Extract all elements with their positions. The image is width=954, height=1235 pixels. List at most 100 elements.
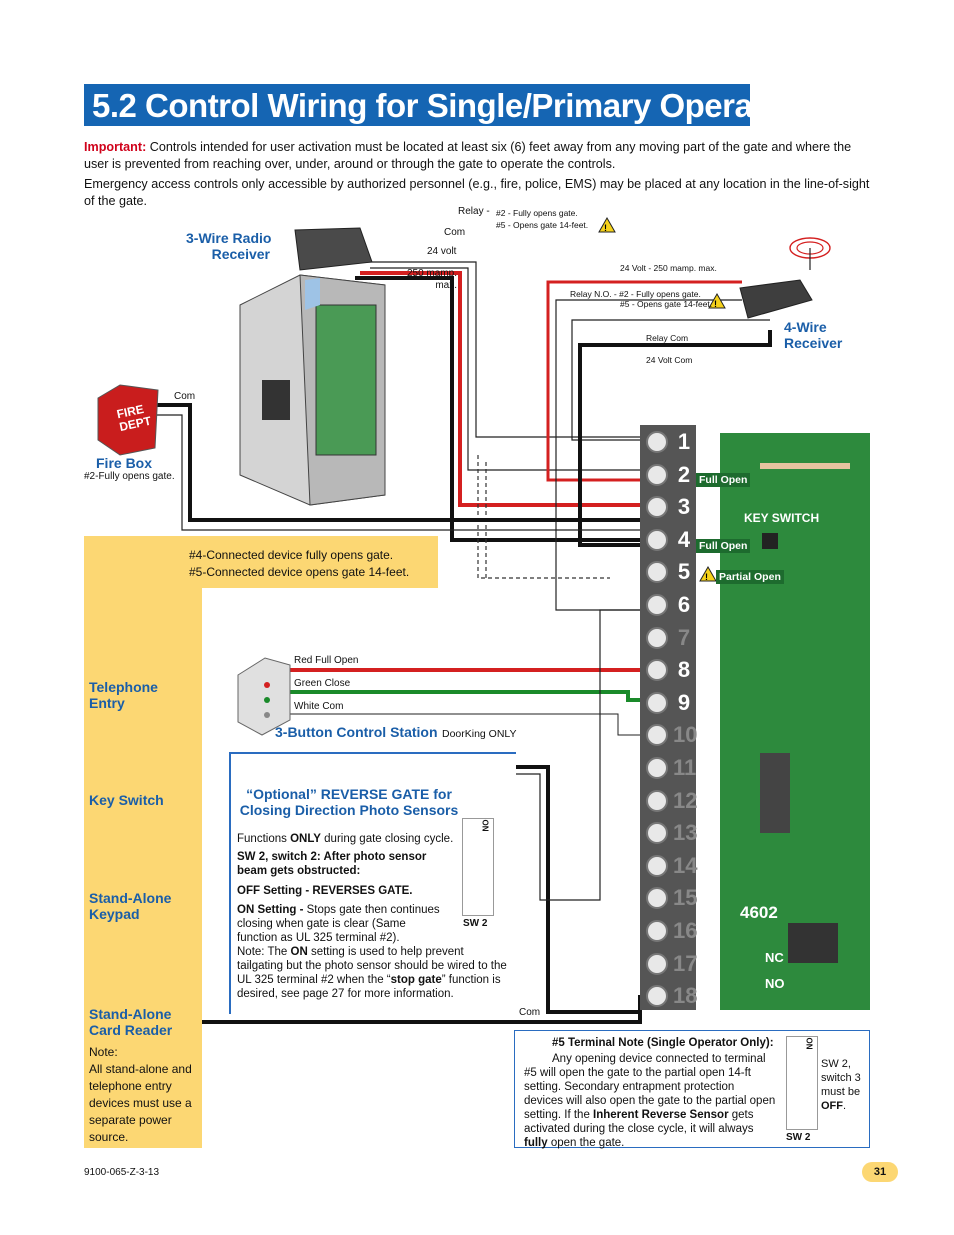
terminal-number: 12 — [673, 787, 698, 813]
terminal5-sw-note-line3: must be — [821, 1086, 861, 1098]
terminal-screw — [646, 431, 668, 453]
reverse-sw2-label: SW 2 — [463, 918, 488, 929]
full-open-label-1: Full Open — [696, 473, 751, 487]
reverse-off-text: - REVERSES GATE. — [302, 885, 413, 897]
reverse-com: Com — [519, 1007, 541, 1018]
station-white-label: White Com — [294, 701, 344, 712]
key-switch-button-icon[interactable] — [762, 533, 778, 549]
board-model: 4602 — [740, 903, 778, 922]
important-paragraph: Important: Controls intended for user ac… — [84, 139, 876, 173]
terminal5-text-pre: Any opening device connected to terminal… — [524, 1053, 776, 1121]
radio4-power: 24 Volt - 250 mamp. max. — [620, 263, 717, 273]
radio3-receiver-icon — [294, 227, 373, 271]
wire-firebox-2 — [150, 414, 640, 531]
reverse-on-text: Stops gate then continues closing when g… — [237, 904, 440, 944]
terminal-screw — [646, 561, 668, 584]
radio3-title-line1: 3-Wire Radio — [186, 230, 272, 246]
terminal-screw — [646, 822, 668, 845]
page-number: 31 — [862, 1162, 898, 1182]
wire-dashed-1 — [477, 455, 610, 579]
relay-icon — [788, 923, 838, 963]
reverse-functions-bold: ONLY — [290, 833, 321, 845]
terminal5-text-bold: Inherent Reverse Sensor — [593, 1109, 729, 1121]
terminal-screw — [646, 463, 668, 486]
terminal-screw — [646, 626, 668, 649]
terminal-screw — [646, 659, 668, 682]
svg-text:!: ! — [604, 223, 607, 233]
keypad-label: Stand-Alone Keypad — [89, 890, 171, 922]
radio4-relay-no-line2: #5 - Opens gate 14-feet. — [620, 299, 713, 309]
wire-radio3-com — [370, 267, 640, 471]
reverse-note-pre: Note: The — [237, 946, 291, 958]
dip-switch-sw2-note: ON — [786, 1036, 818, 1130]
station-title: 3-Button Control Station — [275, 724, 438, 740]
terminal-number: 9 — [677, 689, 691, 715]
terminal5-sw-note-line1: SW 2, — [821, 1058, 851, 1070]
key-switch-board-label: KEY SWITCH — [744, 511, 820, 525]
terminal-number: 4 — [677, 526, 691, 552]
terminal-number: 1 — [677, 429, 691, 454]
terminal5-text: Any opening device connected to terminal… — [524, 1052, 776, 1150]
radio3-mamp-line1: 250 mamp. — [406, 268, 457, 279]
wire-radio4-24v — [546, 280, 742, 482]
station-suffix: DoorKing ONLY — [441, 728, 517, 740]
terminal-number: 15 — [673, 885, 698, 911]
terminal5-title: #5 Terminal Note (Single Operator Only): — [552, 1037, 774, 1049]
card-reader-label-line1: Stand-Alone — [89, 1006, 172, 1022]
terminal-screw — [646, 496, 668, 519]
full-open-label-2: Full Open — [696, 539, 751, 553]
control-station-icon — [237, 657, 291, 736]
firebox-com: Com — [174, 391, 196, 402]
terminal5-sw-note-line2: switch 3 — [821, 1072, 861, 1084]
fire-box-icon — [97, 384, 159, 456]
telephone-entry-label: Telephone Entry — [89, 679, 158, 711]
operator-unit-icon — [239, 274, 386, 506]
terminal-screw — [646, 952, 668, 975]
radio4-receiver-icon — [739, 279, 813, 319]
card-reader-label-line2: Card Reader — [89, 1022, 173, 1038]
doc-number: 9100-065-Z-3-13 — [84, 1167, 160, 1178]
terminal5-sw-note: SW 2, switch 3 must be OFF. — [821, 1058, 861, 1112]
board-nc: NC — [765, 950, 784, 965]
radio4-title: 4-Wire Receiver — [784, 319, 842, 351]
antenna-icon — [789, 237, 831, 270]
terminal-block-icon — [760, 753, 790, 833]
wire-firebox-com — [145, 403, 640, 522]
reverse-title-line2: Closing Direction Photo Sensors — [239, 802, 459, 818]
terminal-number: 2 — [677, 461, 691, 487]
radio3-mamp-line2: max. — [435, 280, 457, 291]
terminal-number: 3 — [677, 494, 691, 520]
radio3-relay-line1: #2 - Fully opens gate. — [496, 208, 578, 218]
terminal-screw — [646, 757, 668, 779]
reverse-title: “Optional” REVERSE GATE for Closing Dire… — [230, 786, 468, 818]
terminal-strip — [640, 425, 696, 1010]
wire-radio4-relay-com — [571, 319, 770, 441]
keypad-label-line1: Stand-Alone — [89, 890, 172, 906]
dip-on-label: ON — [480, 819, 490, 832]
reverse-on-label: ON Setting - — [237, 904, 307, 916]
svg-text:!: ! — [714, 299, 717, 309]
svg-text:!: ! — [705, 572, 708, 582]
reverse-note-stop: stop gate — [390, 974, 442, 986]
reverse-functions: Functions ONLY during gate closing cycle… — [237, 832, 457, 846]
connected-note-panel: #4-Connected device fully opens gate. #5… — [183, 536, 438, 588]
terminal-number: 7 — [677, 624, 691, 650]
wire-radio3-com-black — [355, 276, 640, 542]
radio3-title: 3-Wire Radio Receiver — [186, 230, 272, 262]
terminal-screw — [646, 789, 668, 812]
radio3-relay-line2: #5 - Opens gate 14-feet. — [496, 220, 589, 230]
dip-note-on-label: ON — [804, 1037, 814, 1050]
reverse-off-label: OFF Setting — [237, 885, 303, 897]
section-title-bar: 5.2 Control Wiring for Single/Primary Op… — [84, 84, 795, 126]
devices-panel — [84, 536, 202, 1148]
card-reader-label: Stand-Alone Card Reader — [89, 1006, 172, 1038]
station-green-label: Green Close — [294, 678, 351, 689]
radio3-mamp: 250 mamp. max. — [401, 268, 457, 292]
important-label: Important: — [84, 140, 147, 154]
terminal-number: 8 — [677, 657, 691, 683]
reverse-sw-line: SW 2, switch 2: After photo sensor beam … — [237, 851, 427, 877]
reverse-note-post: ” function is desired, see page 27 for m… — [237, 974, 501, 1000]
radio4-title-line2: Receiver — [784, 335, 843, 351]
terminal5-text-mid: gets activated during the close cycle, i… — [524, 1109, 754, 1135]
reverse-note-on: ON — [290, 946, 308, 958]
